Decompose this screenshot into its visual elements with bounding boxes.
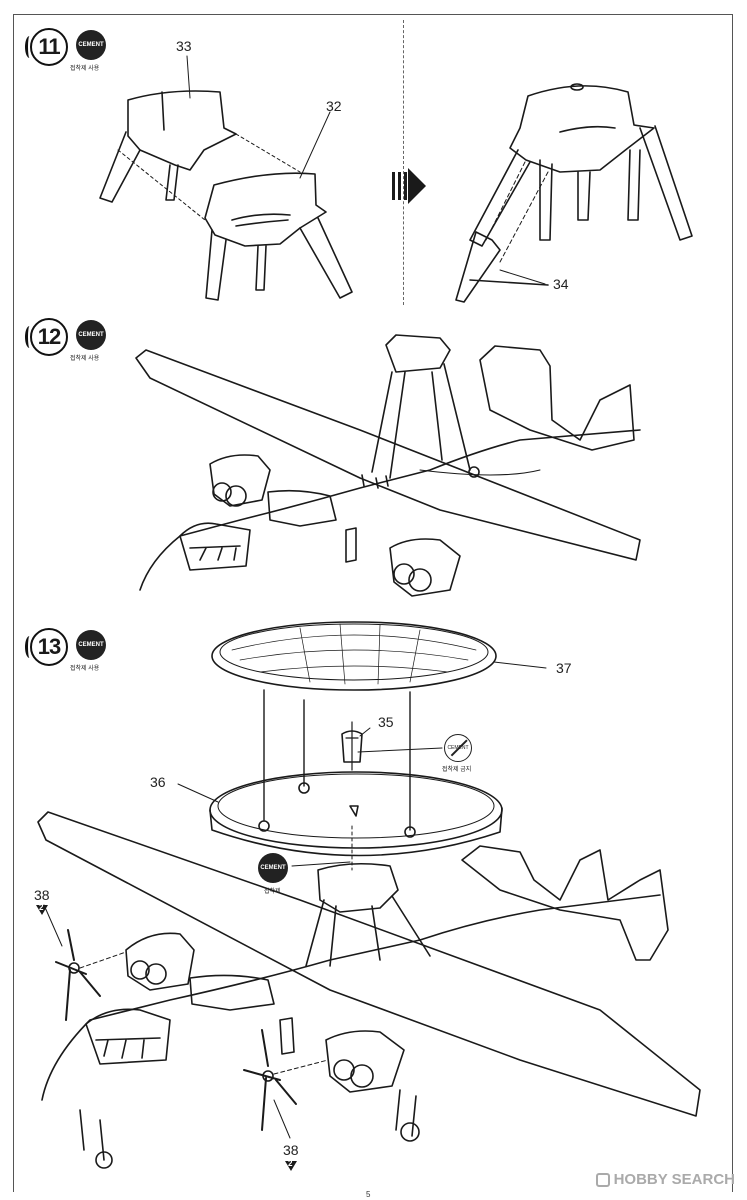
cement-note: 접착제 사용 xyxy=(70,666,100,672)
leader-lines xyxy=(43,55,547,1139)
part-35-pin-drawing xyxy=(341,730,363,763)
stand-part-34-drawing xyxy=(455,231,549,303)
step-13-number: 13 xyxy=(25,628,68,666)
page-number: 5 xyxy=(366,1190,371,1199)
aircraft-step12-drawing xyxy=(135,334,641,597)
cement-icon: CEMENT xyxy=(76,320,106,350)
sheet-triangle-icon xyxy=(285,1161,297,1171)
propeller-38-right-drawing xyxy=(243,1029,329,1131)
part-37-label: 37 xyxy=(556,660,572,676)
sheet-triangle-icon xyxy=(36,905,48,915)
no-cement-icon: CEMENT xyxy=(444,734,472,762)
rotodome-base-36-drawing xyxy=(209,771,503,871)
cement-note: 접착제 사용 xyxy=(70,356,100,362)
part-36-label: 36 xyxy=(150,774,166,790)
propeller-38-left-drawing xyxy=(55,929,127,1021)
part-35-label: 35 xyxy=(378,714,394,730)
cement-callout-note: 접착제 xyxy=(264,889,281,895)
part-38-label-left: 38 xyxy=(34,887,50,903)
part-38-sheet-right: 2 xyxy=(288,1159,293,1168)
hobby-search-logo-icon xyxy=(595,1173,610,1187)
part-32-label: 32 xyxy=(326,98,342,114)
part-34-label: 34 xyxy=(553,276,569,292)
rotodome-pins xyxy=(263,689,411,831)
stand-part-33-drawing xyxy=(99,90,301,221)
part-38-label-right: 38 xyxy=(283,1142,299,1158)
sheet-border xyxy=(13,14,733,1192)
cement-callout-icon: CEMENT xyxy=(258,853,288,883)
stand-part-32-drawing xyxy=(204,172,353,301)
watermark: HOBBY SEARCH xyxy=(595,1171,735,1188)
step-11-divider xyxy=(403,20,404,305)
cement-icon: CEMENT xyxy=(76,30,106,60)
part-33-label: 33 xyxy=(176,38,192,54)
cement-icon: CEMENT xyxy=(76,630,106,660)
no-cement-note: 접착제 금지 xyxy=(442,767,472,773)
part-38-sheet-left: 2 xyxy=(39,903,44,912)
assembly-arrow xyxy=(392,168,426,204)
cement-note: 접착제 사용 xyxy=(70,66,100,72)
step-11-number: 11 xyxy=(25,28,68,66)
watermark-text: HOBBY SEARCH xyxy=(613,1171,735,1188)
rotodome-top-37-drawing xyxy=(211,621,497,691)
aircraft-step13-drawing xyxy=(37,811,701,1169)
step-12-number: 12 xyxy=(25,318,68,356)
assembled-stand-drawing xyxy=(469,83,693,263)
